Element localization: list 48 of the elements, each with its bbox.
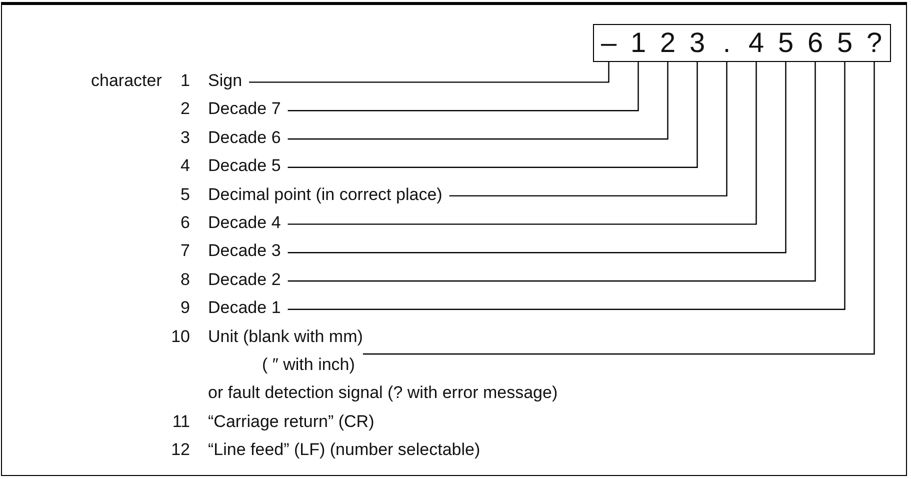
description-text: “Line feed” (LF) (number selectable) [208,439,480,462]
callout-number: 9 [180,297,190,320]
display-character: 6 [800,25,830,61]
callout-number: 10 [170,326,190,348]
display-character: 5 [830,25,860,61]
leader-line [288,61,668,140]
display-character: 2 [653,25,682,61]
description-text: or fault detection signal (? with error message) [208,382,558,404]
leader-line [288,61,757,225]
description-text: Decade 3 [208,240,281,262]
callout-number: 2 [180,98,190,120]
callout-number: 7 [180,240,190,262]
description-text: ( ″ with inch) [261,354,355,376]
callout-number: 1 [180,70,190,92]
description-text: Decade 4 [208,212,281,234]
leader-line [449,61,728,196]
display-character: 3 [682,25,712,61]
leader-line [362,61,875,355]
callout-number: 11 [171,410,190,433]
display-character: 5 [771,25,800,61]
callout-number: 8 [180,268,190,291]
leader-line [288,61,786,254]
description-text: Decade 2 [208,268,281,291]
callout-number: 4 [180,155,190,178]
description-text: “Carriage return” (CR) [208,410,374,433]
description-text: Decade 1 [208,297,281,320]
description-text: Decade 7 [208,98,281,120]
description-text: Decade 5 [208,155,281,178]
display-window [593,24,891,62]
callout-number: 12 [170,439,190,462]
leader-line [288,61,816,282]
callout-number: 6 [180,212,190,234]
callout-number: 3 [180,126,190,149]
description-text: Unit (blank with mm) [208,326,363,348]
leader-line [249,61,610,83]
callout-number: 5 [180,184,190,206]
leader-line [288,61,639,112]
description-text: Decimal point (in correct place) [208,184,442,206]
description-text: Decade 6 [208,126,281,149]
display-character: ? [860,25,889,61]
leader-line [288,61,698,168]
leader-line [288,61,846,310]
heading-text: character [91,70,162,92]
description-text: Sign [208,70,242,92]
display-character: 4 [742,25,771,61]
display-character: . [712,25,742,61]
display-character: – [594,25,624,61]
display-character: 1 [624,25,653,61]
